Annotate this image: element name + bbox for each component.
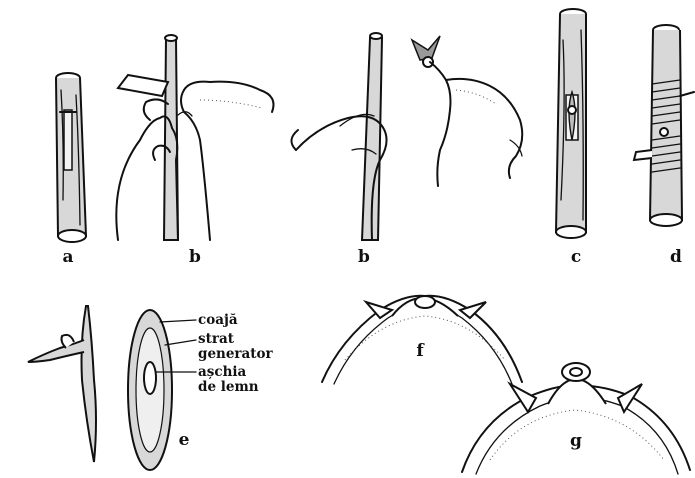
panel-g-cross-section (462, 363, 690, 474)
label-b-2: b (358, 247, 370, 267)
annotation-cambium-line1: strat (198, 331, 235, 347)
annotation-cambium-line2: generator (198, 346, 274, 362)
panel-b1-hands-cutting (116, 35, 273, 240)
label-f: f (416, 341, 425, 361)
annotation-wood-line1: așchia (198, 364, 247, 380)
panel-d-bud-tied (634, 25, 694, 226)
label-c: c (571, 247, 581, 267)
label-a: a (62, 247, 73, 267)
panel-b2-hands-inserting (291, 33, 522, 240)
panel-a-stick (56, 73, 86, 242)
panel-f-cross-section (322, 296, 522, 384)
panel-c-bud-inserted (556, 9, 586, 238)
label-b-1: b (189, 247, 201, 267)
label-g: g (570, 431, 582, 451)
annotation-bark: coajă (198, 312, 238, 328)
label-e: e (179, 430, 190, 450)
label-d: d (670, 247, 682, 267)
panel-e-shield-side-view (28, 306, 96, 462)
annotation-wood-line2: de lemn (198, 379, 259, 395)
